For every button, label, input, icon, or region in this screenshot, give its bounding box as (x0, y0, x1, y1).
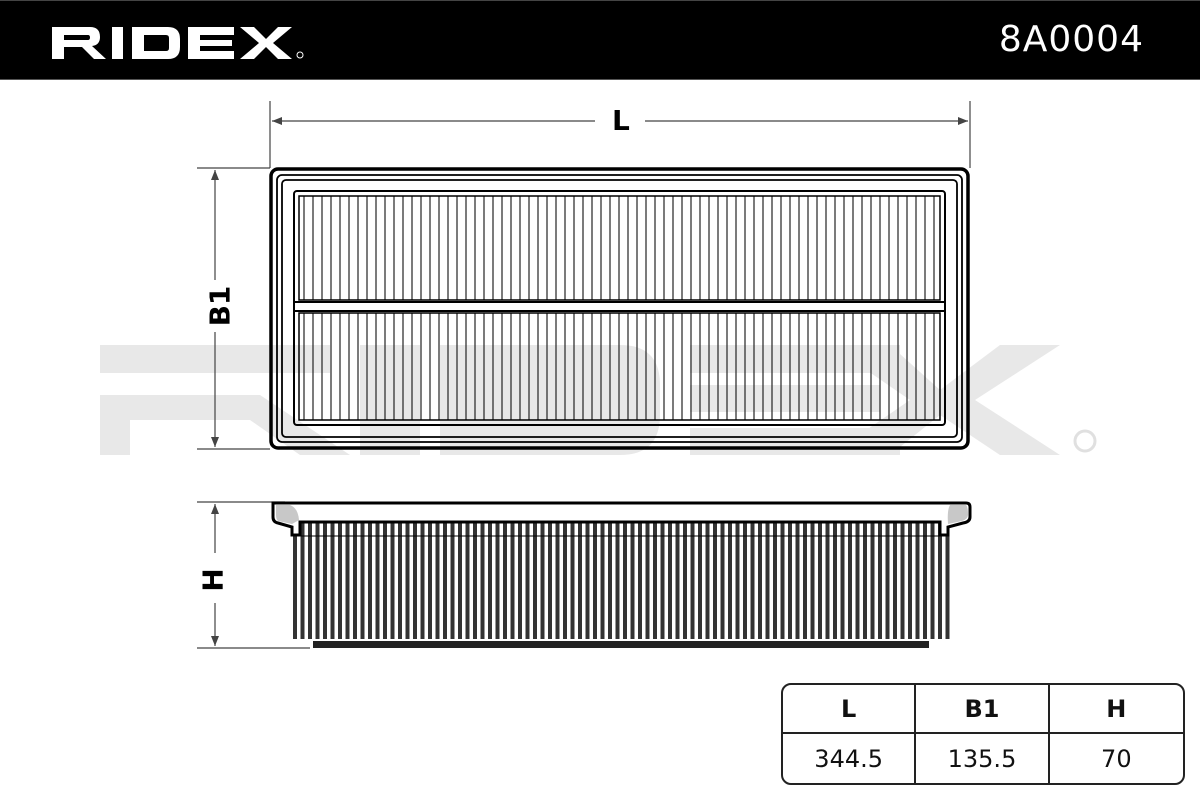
technical-drawing: L B1 H (0, 80, 1200, 800)
table-value-H: 70 (1101, 744, 1132, 773)
header-bar: 8A0004 (0, 0, 1200, 80)
dimension-label-height: H (196, 568, 230, 592)
drawing-canvas (100, 101, 1097, 649)
dimensions-table: L B1 H 344.5 135.5 70 (781, 683, 1185, 785)
ridex-logo (52, 27, 304, 59)
dimension-L (269, 101, 971, 168)
part-number: 8A0004 (998, 19, 1144, 60)
table-header-L: L (783, 685, 917, 734)
dimension-H (197, 501, 310, 649)
dimension-label-width: B1 (203, 281, 236, 331)
filter-side-view (271, 501, 972, 648)
table-header-H: H (1049, 685, 1183, 734)
table-header-B1: B1 (916, 685, 1050, 734)
dimension-label-length: L (604, 107, 638, 135)
dimension-B1 (197, 167, 270, 450)
table-value-L: 344.5 (783, 734, 917, 783)
table-value-B1: 135.5 (916, 734, 1050, 783)
filter-top-view (269, 167, 970, 450)
